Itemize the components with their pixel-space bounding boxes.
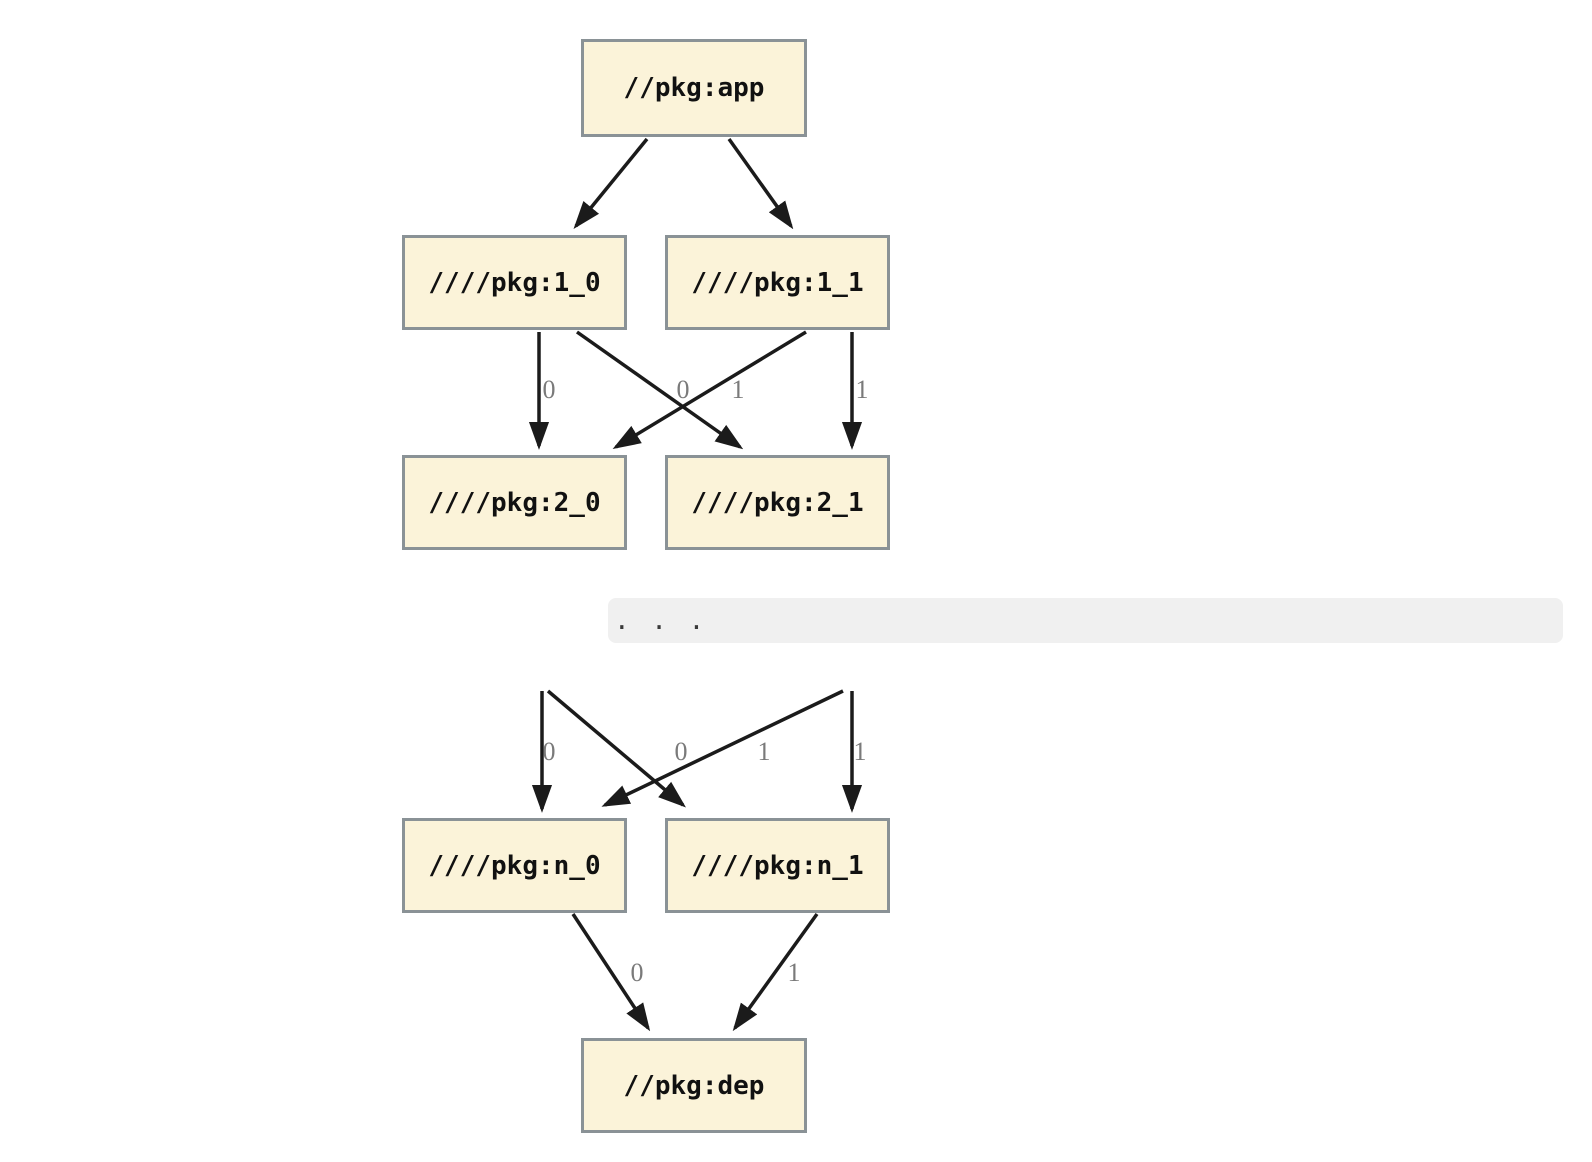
edge-label-elided-to-n-0-straight: 0 [542, 737, 556, 766]
edge-label-n-1-to-dep: 1 [787, 958, 801, 987]
edge-label-elided-to-n-1-cross: 1 [757, 737, 771, 766]
edge-elided-to-n-1-cross [546, 689, 686, 808]
elision-code-bar: . . . [608, 598, 1563, 643]
edge-app-to-1-1 [727, 137, 794, 230]
edge-app-to-1-0 [573, 137, 649, 230]
edge-label-n-0-to-dep: 0 [630, 958, 644, 987]
edge-label-elided-to-n-1-straight: 1 [853, 737, 867, 766]
edge-label-1-0-to-2-0: 0 [542, 375, 556, 404]
node-pkg-1-1: ////pkg:1_1 [665, 235, 890, 330]
edge-elided-to-n-0-cross [601, 689, 844, 807]
edge-label-1-1-to-2-0: 0 [676, 375, 690, 404]
edge-label-1-0-to-2-1: 1 [731, 375, 745, 404]
edge-n-0-to-dep [571, 913, 651, 1032]
edge-1-1-to-2-0 [612, 330, 807, 450]
node-pkg-dep: //pkg:dep [581, 1038, 807, 1133]
node-pkg-1-0: ////pkg:1_0 [402, 235, 627, 330]
edge-n-1-to-dep [732, 912, 819, 1032]
node-pkg-2-1: ////pkg:2_1 [665, 455, 890, 550]
node-pkg-n-1: ////pkg:n_1 [665, 818, 890, 913]
edge-1-0-to-2-1 [575, 330, 744, 450]
edge-label-elided-to-n-0-cross: 0 [674, 737, 688, 766]
edge-label-1-1-to-2-1: 1 [855, 375, 869, 404]
node-pkg-app: //pkg:app [581, 39, 807, 137]
node-pkg-2-0: ////pkg:2_0 [402, 455, 627, 550]
ellipsis-text: . . . [614, 605, 708, 636]
node-pkg-n-0: ////pkg:n_0 [402, 818, 627, 913]
